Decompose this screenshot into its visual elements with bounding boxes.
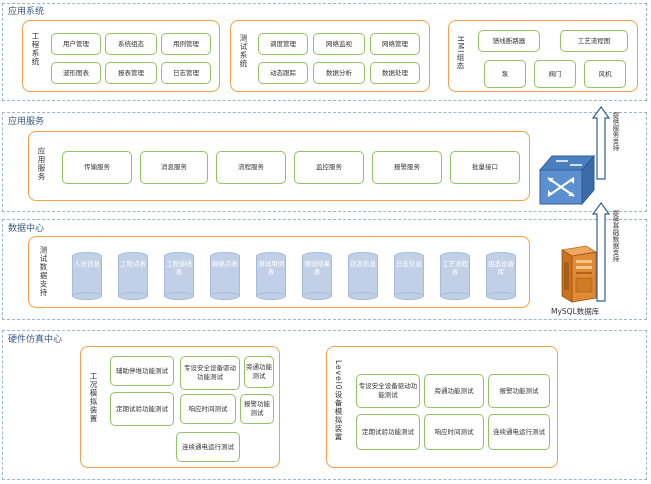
cylinder-test-cases: 测试用例表 bbox=[256, 252, 286, 300]
hmi-title: HMI组态 bbox=[456, 36, 465, 71]
hmi-item-process-chart[interactable]: 工艺流程图 bbox=[560, 30, 628, 52]
l0-item-periodic[interactable]: 定期试验功能测试 bbox=[356, 414, 420, 450]
service-alarm[interactable]: 报警服务 bbox=[372, 151, 442, 184]
test-item-analysis[interactable]: 数据分析 bbox=[313, 62, 365, 84]
test-item-dispatch[interactable]: 调度管理 bbox=[258, 33, 308, 55]
cylinder-eng-wiring: 工程接线表 bbox=[164, 252, 194, 300]
layer-title-hw-sim: 硬件仿真中心 bbox=[8, 335, 63, 345]
service-message[interactable]: 消息服务 bbox=[140, 151, 208, 184]
service-support-label: 提供服务支持 bbox=[611, 112, 619, 151]
layer-title-app-system: 应用系统 bbox=[8, 7, 45, 17]
mysql-db-label: MySQL数据库 bbox=[551, 307, 600, 316]
service-workflow[interactable]: 流程服务 bbox=[216, 151, 286, 184]
hmi-item-fan[interactable]: 风机 bbox=[584, 60, 626, 88]
network-switch-icon bbox=[538, 154, 596, 206]
ws-item-aux-shutdown[interactable]: 辅助停堆功能测试 bbox=[110, 356, 174, 386]
service-support-arrow bbox=[592, 106, 610, 180]
eng-item-log[interactable]: 日志管理 bbox=[161, 62, 211, 84]
ws-item-response[interactable]: 响应时间测试 bbox=[180, 394, 236, 424]
data-panel-title: 测试数据支持 bbox=[39, 246, 48, 297]
ws-item-alarm[interactable]: 报警功能测试 bbox=[240, 394, 274, 424]
eng-item-config[interactable]: 系统组态 bbox=[105, 33, 157, 55]
l0-item-response[interactable]: 响应时间测试 bbox=[424, 414, 484, 450]
l0-item-alarm[interactable]: 报警功能测试 bbox=[488, 374, 550, 408]
eng-item-case-mgmt[interactable]: 用例管理 bbox=[161, 33, 211, 55]
cylinder-test-results: 测试结果表 bbox=[302, 252, 332, 300]
data-support-arrow bbox=[592, 202, 610, 302]
test-item-net-monitor[interactable]: 网络监视 bbox=[313, 33, 365, 55]
level0-title: Level0设备模拟装置 bbox=[334, 360, 343, 442]
layer-title-data-center: 数据中心 bbox=[8, 224, 45, 234]
test-item-processing[interactable]: 数据处理 bbox=[370, 62, 420, 84]
cylinder-net-points: 网络点表 bbox=[210, 252, 240, 300]
ws-item-continuous[interactable]: 连续通电运行测试 bbox=[176, 432, 240, 462]
service-panel-title: 应用服务 bbox=[37, 147, 46, 181]
service-transfer[interactable]: 传输服务 bbox=[62, 151, 132, 184]
service-monitor[interactable]: 监控服务 bbox=[294, 151, 364, 184]
l0-item-bypass[interactable]: 旁通功能测试 bbox=[424, 374, 484, 408]
cylinder-process: 工艺流程表 bbox=[440, 252, 470, 300]
test-item-net-mgmt[interactable]: 网络管理 bbox=[370, 33, 420, 55]
engineering-system-title: 工程系统 bbox=[31, 32, 40, 66]
l0-item-safety-drive[interactable]: 专设安全设备驱动功能测试 bbox=[356, 374, 420, 408]
test-system-title: 测试系统 bbox=[239, 34, 248, 68]
hmi-item-valve[interactable]: 阀门 bbox=[534, 60, 576, 88]
service-batch[interactable]: 批量接口 bbox=[450, 151, 520, 184]
mysql-server-icon bbox=[560, 245, 598, 303]
cylinder-personnel: 人员信息 bbox=[72, 252, 102, 300]
layer-title-app-service: 应用服务 bbox=[8, 117, 45, 127]
cylinder-eng-points: 工程点表 bbox=[118, 252, 148, 300]
eng-item-waveform[interactable]: 波形图表 bbox=[51, 62, 101, 84]
cylinder-logs: 日志信息 bbox=[394, 252, 424, 300]
hmi-item-breaker[interactable]: 馈线断路器 bbox=[478, 30, 540, 52]
eng-item-user-mgmt[interactable]: 用户管理 bbox=[51, 33, 101, 55]
ws-item-safety-drive[interactable]: 专设安全设备驱动功能测试 bbox=[180, 356, 240, 390]
l0-item-continuous[interactable]: 连续通电运行测试 bbox=[488, 414, 550, 450]
test-item-trace[interactable]: 动态跟踪 bbox=[258, 62, 308, 84]
data-support-label: 提供基础数据支持 bbox=[611, 210, 619, 262]
cylinder-device-lib: 组态设备库 bbox=[486, 252, 516, 300]
cylinder-status: 状态信息 bbox=[348, 252, 378, 300]
ws-item-bypass[interactable]: 旁通功能测试 bbox=[244, 356, 274, 388]
ws-item-periodic[interactable]: 定期试验功能测试 bbox=[110, 392, 174, 426]
ws-title: 工况模拟装置 bbox=[89, 372, 98, 423]
eng-item-report[interactable]: 报表管理 bbox=[105, 62, 157, 84]
hmi-item-pump[interactable]: 泵 bbox=[484, 60, 526, 88]
